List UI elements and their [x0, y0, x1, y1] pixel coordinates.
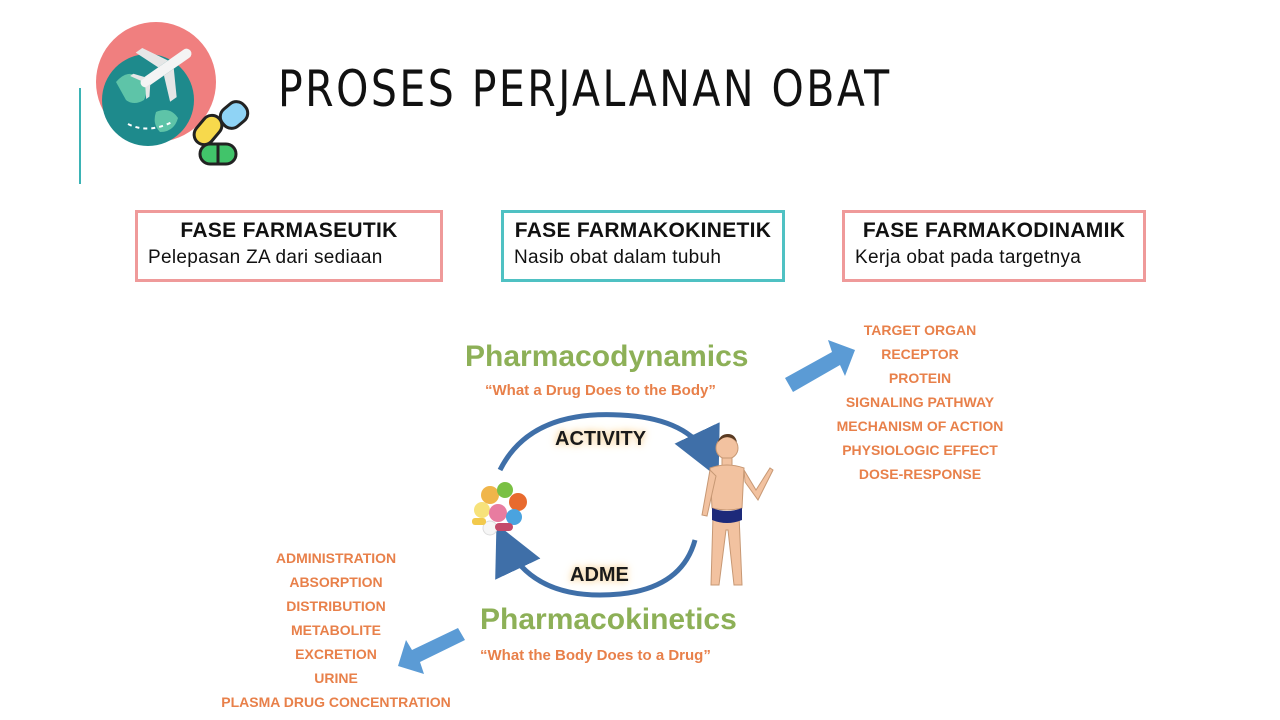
pd-term: PROTEIN: [888, 370, 952, 386]
pk-term: EXCRETION: [295, 646, 377, 662]
phase-description: Kerja obat pada targetnya: [855, 247, 1082, 268]
pills-pile: [472, 482, 527, 536]
adme-cycle-arrow: [495, 523, 698, 598]
pill-icon: [192, 100, 250, 166]
pd-term: SIGNALING PATHWAY: [845, 394, 995, 410]
pharmacokinetics-title: Pharmacokinetics: [480, 603, 737, 636]
phase-title: FASE FARMAKOKINETIK: [514, 219, 772, 242]
pharmacokinetics-subtitle: “What the Body Does to a Drug”: [480, 647, 711, 664]
pk-term: METABOLITE: [291, 622, 381, 638]
phase-box-farmakodinamik: FASE FARMAKODINAMIK Kerja obat pada targ…: [842, 210, 1146, 282]
pharmacodynamics-term-list: TARGET ORGAN RECEPTOR PROTEIN SIGNALING …: [820, 318, 1020, 486]
adme-label: ADME: [570, 564, 629, 586]
phase-description: Pelepasan ZA dari sediaan: [148, 247, 383, 268]
phase-box-farmakokinetik: FASE FARMAKOKINETIK Nasib obat dalam tub…: [501, 210, 785, 282]
pd-term: MECHANISM OF ACTION: [836, 418, 1004, 434]
human-figure: [701, 434, 774, 586]
page-title: PROSES PERJALANAN OBAT: [278, 60, 892, 118]
pharmacology-diagram: Pharmacodynamics “What a Drug Does to th…: [200, 310, 1040, 720]
diagram-graphics: [398, 340, 855, 674]
title-accent-line: [79, 88, 81, 184]
pd-term: TARGET ORGAN: [863, 322, 977, 338]
pharmacokinetics-term-list: ADMINISTRATION ABSORPTION DISTRIBUTION M…: [200, 546, 472, 714]
pk-term: ABSORPTION: [289, 574, 383, 590]
activity-cycle-arrow: [497, 412, 720, 479]
pk-term: DISTRIBUTION: [286, 598, 386, 614]
pk-term: PLASMA DRUG CONCENTRATION: [221, 694, 451, 710]
pd-term: RECEPTOR: [881, 346, 959, 362]
phase-description: Nasib obat dalam tubuh: [514, 247, 722, 268]
phase-box-farmaseutik: FASE FARMASEUTIK Pelepasan ZA dari sedia…: [135, 210, 443, 282]
pd-term: PHYSIOLOGIC EFFECT: [842, 442, 998, 458]
pd-list-arrow: [785, 340, 855, 392]
globe-airplane-logo: [96, 22, 250, 166]
pd-term: DOSE-RESPONSE: [858, 466, 982, 482]
pk-term: URINE: [314, 670, 358, 686]
phase-title: FASE FARMAKODINAMIK: [862, 219, 1126, 242]
phase-title: FASE FARMASEUTIK: [180, 219, 398, 242]
pharmacodynamics-title: Pharmacodynamics: [465, 340, 749, 373]
pk-list-arrow: [398, 628, 465, 674]
activity-label: ACTIVITY: [555, 428, 647, 450]
pk-term: ADMINISTRATION: [275, 550, 397, 566]
pharmacodynamics-subtitle: “What a Drug Does to the Body”: [485, 382, 716, 399]
